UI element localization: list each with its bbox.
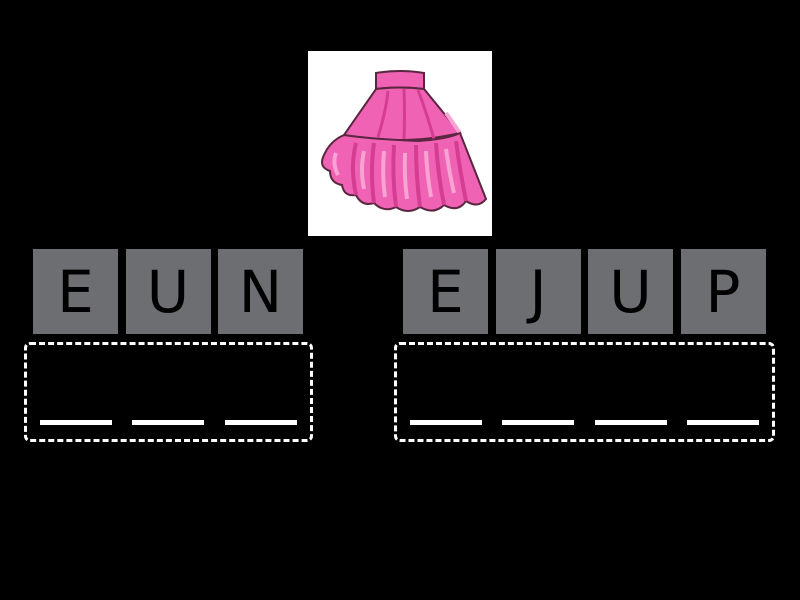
answer-slot[interactable] <box>40 420 112 425</box>
answer-slot[interactable] <box>132 420 204 425</box>
answer-slot[interactable] <box>502 420 574 425</box>
answer-slot[interactable] <box>410 420 482 425</box>
letter-tile[interactable]: E <box>33 249 118 334</box>
answer-slot[interactable] <box>687 420 759 425</box>
letter-tile[interactable]: P <box>680 249 766 334</box>
answer-slot[interactable] <box>225 420 297 425</box>
word-2-answer-box[interactable] <box>394 342 775 442</box>
answer-slot[interactable] <box>595 420 667 425</box>
letter-tile[interactable]: N <box>218 249 303 334</box>
letter-tile[interactable]: J <box>495 249 581 334</box>
picture-card <box>308 51 492 236</box>
word-1-answer-box[interactable] <box>24 342 313 442</box>
letter-tile[interactable]: U <box>125 249 211 334</box>
skirt-icon <box>321 70 488 212</box>
letter-tile[interactable]: U <box>588 249 673 334</box>
word-2-letter-tiles: E J U P <box>403 249 766 334</box>
word-1-letter-tiles: E U N <box>33 249 303 334</box>
letter-tile[interactable]: E <box>403 249 488 334</box>
